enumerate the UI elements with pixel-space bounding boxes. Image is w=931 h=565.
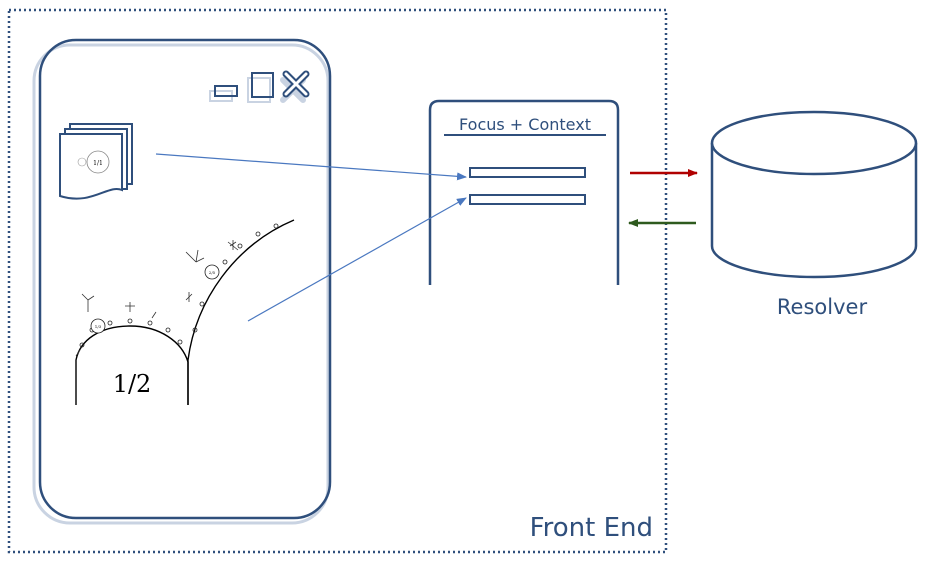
document-label: 1/1 (93, 160, 103, 167)
resolver-label: Resolver (777, 295, 868, 319)
frontend-label: Front End (530, 513, 653, 543)
focus-slot-2[interactable] (469, 194, 586, 205)
fractal-bulb-a: 1/3 (95, 324, 102, 329)
document-to-focus-arrow (155, 153, 467, 181)
frontend-boundary (7, 8, 668, 554)
maximize-icon[interactable] (247, 72, 274, 103)
close-icon[interactable] (280, 70, 310, 103)
device-window: 1/1 1/3 2/5 (32, 38, 332, 525)
document-stack-icon[interactable]: 1/1 (59, 123, 133, 200)
resolver-database[interactable] (710, 110, 918, 279)
panel-title: Focus + Context (459, 115, 591, 134)
minimize-icon[interactable] (209, 85, 238, 102)
fractal-main-label: 1/2 (113, 370, 152, 398)
fractal-to-focus-arrow (247, 197, 467, 322)
focus-context-panel: Focus + Context (428, 99, 620, 285)
fractal-image[interactable]: 1/3 2/5 1/2 (75, 219, 295, 405)
focus-slot-1[interactable] (469, 167, 586, 178)
fractal-bulb-b: 2/5 (209, 270, 216, 275)
